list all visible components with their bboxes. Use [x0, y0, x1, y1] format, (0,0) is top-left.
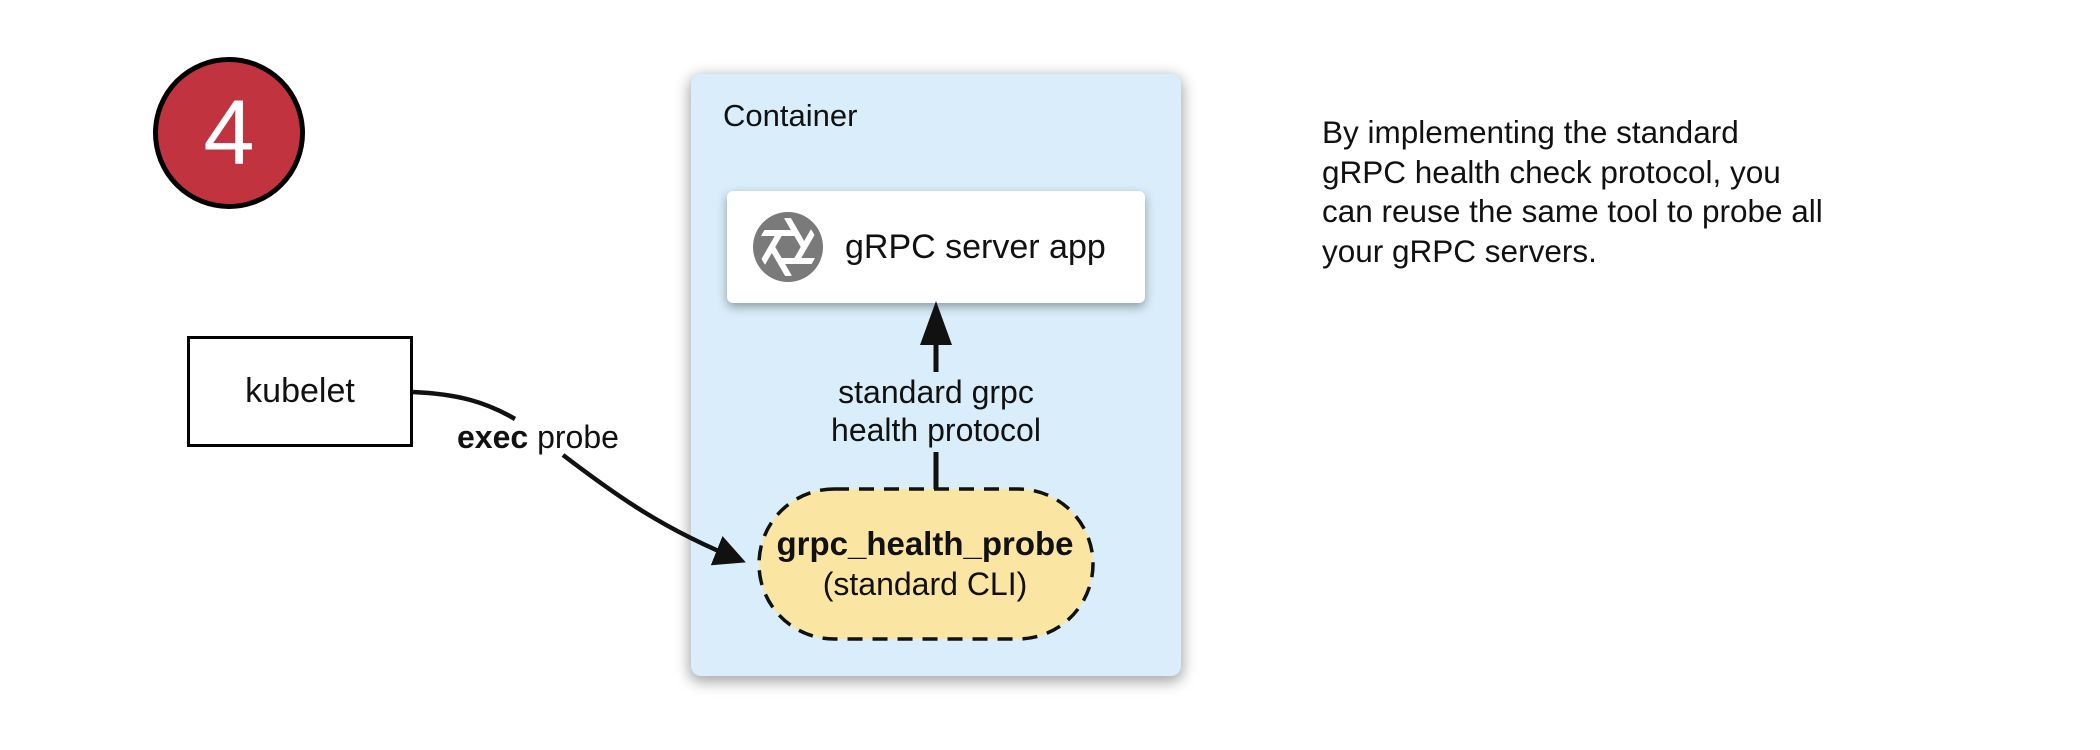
- caption-line: gRPC health check protocol, you: [1322, 153, 1781, 190]
- grpc-shutter-icon: [753, 212, 823, 282]
- kubelet-label: kubelet: [245, 372, 355, 410]
- probe-pill-subtitle: (standard CLI): [822, 565, 1028, 602]
- container-title: Container: [723, 98, 858, 133]
- step-badge: 4: [153, 57, 305, 209]
- protocol-label-line2: health protocol: [831, 412, 1041, 448]
- probe-pill-title: grpc_health_probe: [776, 524, 1074, 562]
- exec-probe-label-bold: exec: [457, 419, 529, 455]
- caption-line: can reuse the same tool to probe all: [1322, 193, 1823, 229]
- protocol-label-line1: standard grpc: [838, 374, 1034, 410]
- probe-pill: grpc_health_probe (standard CLI): [757, 487, 1093, 640]
- step-number: 4: [203, 82, 255, 184]
- caption-text: By implementing the standard gRPC health…: [1322, 113, 1842, 271]
- grpc-server-label: gRPC server app: [845, 227, 1106, 266]
- exec-probe-label-rest: probe: [528, 419, 619, 455]
- exec-probe-label: exec probe: [457, 419, 619, 456]
- kubelet-box: kubelet: [187, 336, 413, 447]
- exec-probe-arrow-segment-1: [412, 389, 517, 421]
- protocol-label: standard grpc health protocol: [786, 373, 1086, 449]
- caption-line: your gRPC servers.: [1322, 232, 1597, 269]
- caption-line: By implementing the standard: [1322, 114, 1739, 150]
- grpc-server-box: gRPC server app: [727, 191, 1145, 303]
